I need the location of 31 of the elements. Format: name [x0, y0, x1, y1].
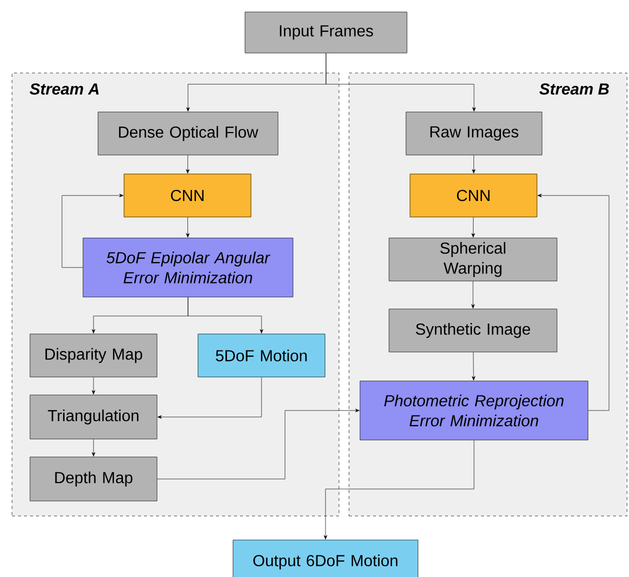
process-box: Disparity Map — [30, 334, 158, 378]
stream-label: Stream A — [30, 83, 99, 95]
arrow — [92, 439, 96, 456]
process-box: 5DoF Motion — [198, 334, 326, 378]
process-box: Synthetic Image — [388, 308, 558, 352]
arrow — [186, 155, 190, 174]
arrow — [324, 440, 474, 540]
process-box: Output 6DoF Motion — [232, 540, 418, 577]
arrow — [326, 53, 476, 112]
process-box: CNN — [124, 174, 252, 218]
process-box: Input Frames — [244, 12, 408, 54]
arrow — [157, 408, 360, 480]
process-box: CNN — [410, 174, 538, 218]
arrow — [92, 377, 96, 394]
arrow — [188, 297, 264, 334]
arrow — [538, 194, 610, 411]
process-box: Photometric Reprojection Error Minimization — [360, 380, 588, 440]
process-box: Spherical Warping — [388, 238, 558, 282]
arrow — [472, 155, 476, 174]
process-box: Depth Map — [30, 456, 158, 502]
arrow — [158, 377, 262, 419]
process-box: Dense Optical Flow — [98, 112, 278, 156]
arrow — [471, 281, 475, 308]
arrow — [186, 217, 190, 238]
process-box: Raw Images — [406, 112, 542, 156]
process-box: Triangulation — [30, 394, 158, 440]
arrow — [471, 217, 475, 238]
arrow — [62, 194, 124, 268]
stream-label: Stream B — [539, 83, 609, 95]
arrow — [472, 352, 476, 380]
process-box: 5DoF Epipolar Angular Error Minimization — [82, 238, 294, 298]
